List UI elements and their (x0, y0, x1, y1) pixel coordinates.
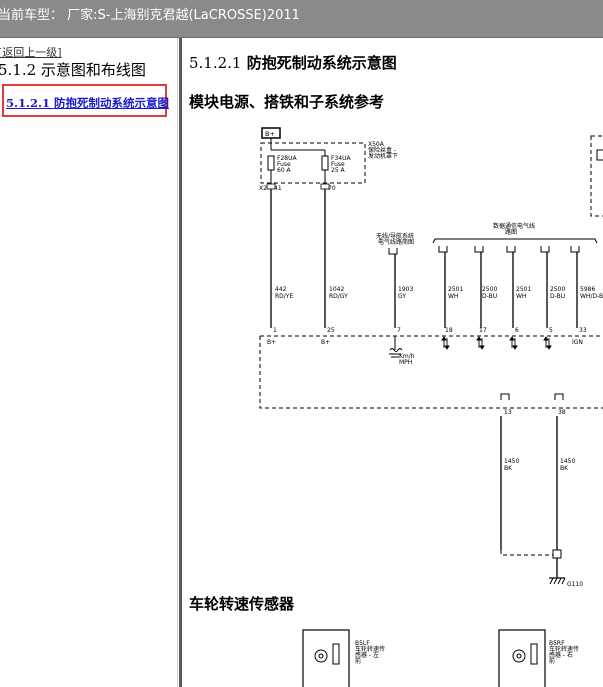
fuse2-amp: 25 A (331, 167, 346, 174)
x50a-desc1: 保险丝盒 - (368, 146, 396, 154)
wire3-num: 1903 (398, 286, 413, 293)
pin-5: 5 (549, 327, 553, 334)
fuse2-type: Fuse (331, 161, 345, 168)
wire4-num: 2501 (448, 286, 463, 293)
pin-17: 17 (479, 327, 487, 334)
connector-x2: X2 (259, 185, 267, 192)
back-link[interactable]: [返回上一级] (0, 46, 62, 59)
pin-6: 6 (515, 327, 519, 334)
wire6-num: 2501 (516, 286, 531, 293)
pin-41: 41 (274, 185, 282, 192)
pin-1: 1 (273, 327, 277, 334)
wire9-num: 1450 (504, 458, 519, 465)
wire2-color: RD/GY (329, 293, 348, 300)
sensor1-line3: 前 (355, 657, 361, 665)
page-title: 5.1.2.1 防抱死制动系统示意图 (189, 52, 397, 73)
wire1-color: RD/YE (275, 293, 293, 300)
section-heading-wheel-sensor: 车轮转速传感器 (189, 595, 295, 613)
title-bar: 当前车型： 厂家:S-上海别克君越(LaCROSSE)2011 (0, 0, 603, 38)
data-ref-label2: 路图 (505, 228, 517, 236)
tree-item-link[interactable]: 5.1.2.1 防抱死制动系统示意图 (6, 96, 170, 110)
bplus-label: B+ (265, 130, 275, 138)
sensor1-code: B5LF (355, 640, 370, 647)
section-heading-power: 模块电源、搭铁和子系统参考 (189, 93, 385, 111)
sensor2-line3: 前 (549, 657, 555, 665)
sensor1-line1: 车轮转速传 (355, 645, 385, 653)
wire7-num: 2500 (550, 286, 565, 293)
signal-ign: IGN (572, 339, 583, 346)
kmh-label: Km/h (399, 353, 415, 360)
vehicle-model-title: 当前车型： 厂家:S-上海别克君越(LaCROSSE)2011 (0, 8, 300, 23)
pin-13: 13 (504, 409, 512, 416)
pin-33: 33 (579, 327, 587, 334)
mph-label: MPH (399, 359, 412, 366)
section-title: 5.1.2 示意图和布线图 (0, 61, 146, 79)
wire9-color: BK (504, 465, 513, 472)
pin-18: 18 (445, 327, 453, 334)
pin-70: 70 (328, 185, 336, 192)
content-pane: 5.1.2.1 防抱死制动系统示意图 模块电源、搭铁和子系统参考 B+ X50A… (183, 38, 603, 687)
fuse1-type: Fuse (277, 161, 291, 168)
wire5-color: D-BU (482, 293, 497, 300)
wire10-num: 1450 (560, 458, 575, 465)
sidebar: [返回上一级] 5.1.2 示意图和布线图 5.1.2.1 防抱死制动系统示意图 (0, 38, 178, 687)
wire6-color: WH (516, 293, 526, 300)
wire2-num: 1042 (329, 286, 344, 293)
fuse1-amp: 60 A (277, 167, 292, 174)
pane-splitter[interactable] (179, 38, 182, 687)
ground-g110: G110 (567, 581, 583, 588)
wire7-color: D-BU (550, 293, 565, 300)
x50a-code: X50A (368, 141, 385, 148)
wire1-num: 442 (275, 286, 287, 293)
wire10-color: BK (560, 465, 569, 472)
pin-38: 38 (558, 409, 566, 416)
tree-item-abs-schematic[interactable]: 5.1.2.1 防抱死制动系统示意图 (2, 84, 170, 117)
wire4-color: WH (448, 293, 458, 300)
data-ref-label1: 数据通信电气线 (493, 222, 535, 230)
pin-25: 25 (327, 327, 335, 334)
signal-bplus-2: B+ (321, 339, 330, 346)
wire8-color: WH/D-B (580, 293, 603, 300)
x50a-desc2: 发动机罩下 (368, 152, 398, 160)
sensor1-line2: 感器 - 左 (355, 651, 379, 659)
signal-bplus-1: B+ (267, 339, 276, 346)
pin-7: 7 (397, 327, 401, 334)
wire8-num: 5986 (580, 286, 595, 293)
nav-ref-label2: 电气线路简图 (378, 238, 414, 246)
sensor2-line2: 感器 - 右 (549, 651, 573, 659)
fuse2-code: F34UA (331, 155, 351, 162)
wire3-color: GY (398, 293, 406, 300)
wire5-num: 2500 (482, 286, 497, 293)
fuse1-code: F28UA (277, 155, 297, 162)
page-title-number: 5.1.2.1 (189, 54, 242, 72)
nav-ref-label1: 无线/导航系统 (376, 232, 414, 240)
sensor2-line1: 车轮转速传 (549, 645, 579, 653)
wiring-diagram: B+ X50A 保险丝盒 - 发动机罩下 F28UA Fuse 60 A F34… (259, 127, 603, 687)
sensor2-code: B5RF (549, 640, 565, 647)
page-title-text: 防抱死制动系统示意图 (246, 54, 397, 72)
